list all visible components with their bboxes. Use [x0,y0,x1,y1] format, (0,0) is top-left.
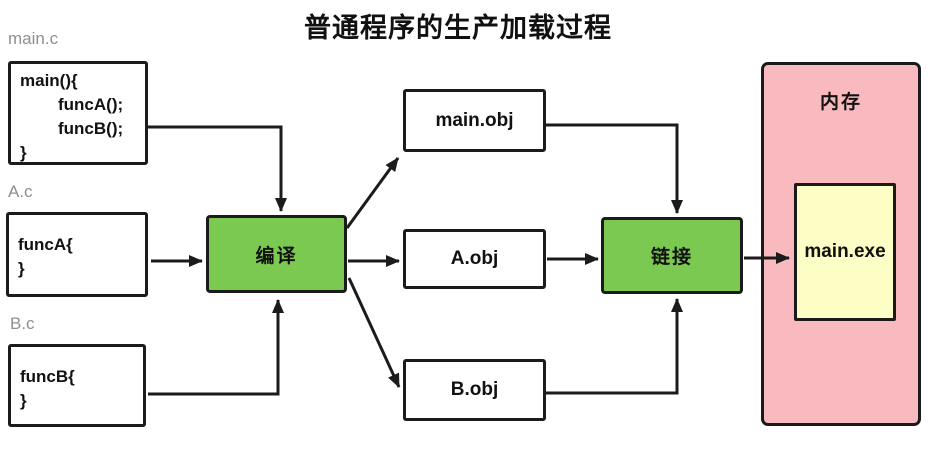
code-line: main(){ [20,71,78,90]
code-line: funcB{ [20,367,75,386]
arrow-main-obj-to-link [546,123,683,214]
executable-box: main.exe [794,183,896,321]
code-line: funcA{ [18,235,73,254]
file-label-b-c: B.c [10,314,35,333]
source-box-b-c: funcB{ } [8,344,146,427]
arrow-b-c-to-compile [148,299,284,396]
arrow-main-c-to-compile [148,125,287,212]
memory-region-box: 内存 main.exe [761,62,921,426]
object-box-main-obj: main.obj [403,89,546,152]
memory-label: 内存 [819,92,862,113]
arrow-compile-to-main-obj [345,157,400,229]
source-box-a-c: funcA{ } [6,212,148,297]
code-line: funcB(); [58,119,124,138]
compile-step-box: 编译 [206,215,347,293]
code-line: } [20,143,27,162]
diagram-title: 普通程序的生产加载过程 [304,13,612,43]
code-line: } [20,391,27,410]
link-step-box: 链接 [601,217,743,294]
arrow-compile-to-b-obj [347,277,401,388]
object-box-b-obj: B.obj [403,359,546,421]
code-line: funcA(); [58,95,124,114]
code-line: } [18,259,25,278]
source-box-main-c: main(){ funcA(); funcB(); } [8,61,148,165]
file-label-a-c: A.c [8,182,33,201]
file-label-main-c: main.c [8,29,59,48]
object-box-a-obj: A.obj [403,229,546,289]
arrow-b-obj-to-link [546,298,683,395]
